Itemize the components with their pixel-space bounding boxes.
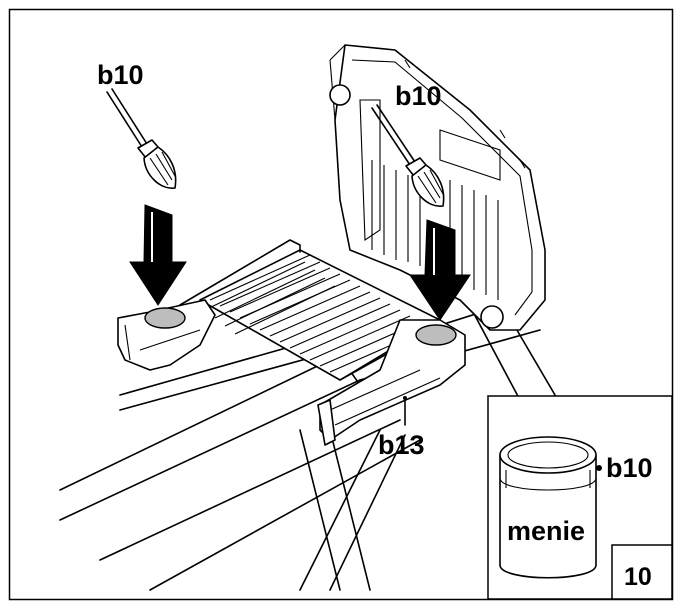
right-sealing-surface (415, 324, 457, 346)
can-label: menie (507, 516, 585, 546)
label-b10-can: b10 (606, 453, 653, 483)
right-end-tank (317, 319, 466, 446)
label-b10-right: b10 (395, 81, 442, 111)
label-b10-left: b10 (97, 60, 144, 90)
down-arrow-left (129, 204, 187, 306)
figure-frame (8, 8, 674, 601)
inset-paint-can: menie b10 10 (487, 395, 673, 600)
figure-number: 10 (624, 563, 652, 591)
label-b13: b13 (378, 430, 425, 460)
left-sealing-surface (144, 307, 186, 329)
down-arrow-right (409, 219, 471, 321)
left-end-tank (117, 299, 216, 371)
brush-right-icon (371, 104, 445, 207)
brush-left-icon (106, 88, 177, 189)
figure-number-box (611, 544, 673, 600)
